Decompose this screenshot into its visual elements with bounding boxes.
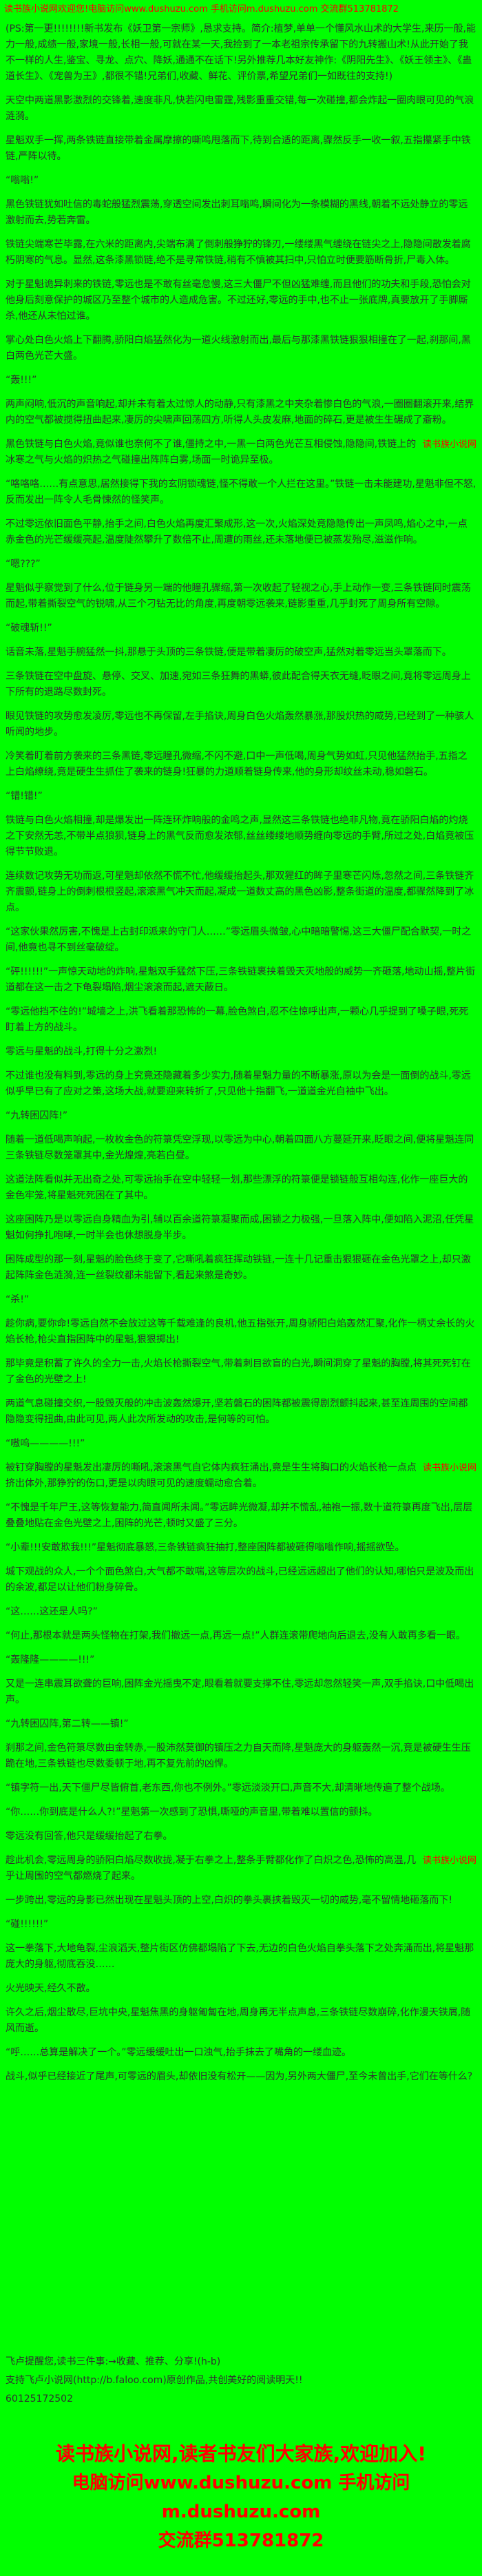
novel-paragraph: 趁你病,要你命!零远自然不会放过这等千载难逢的良机,他五指张开,周身骄阳白焰轰然…	[6, 1318, 475, 1345]
novel-paragraph: 冷笑着盯着前方袭来的三条黑链,零远瞳孔微缩,不闪不避,口中一声低喝,周身气势如虹…	[6, 751, 468, 778]
novel-paragraph: 两声闷响,低沉的声音响起,却并未有着太过惊人的动静,只有漆黑之中夹杂着惨白色的气…	[6, 399, 474, 426]
novel-paragraph: “这家伙果然厉害,不愧是上古封印派来的守门人……”零远眉头微皱,心中暗暗警惕,这…	[6, 926, 472, 953]
novel-paragraph: 天空中两道黑影激烈的交锋着,速度非凡,快若闪电雷霆,残影重重交错,每一次碰撞,都…	[6, 95, 474, 122]
novel-paragraph: 读书族小说网黑色铁链与白色火焰,竟似谁也奈何不了谁,僵持之中,一黑一白两色光芒互…	[6, 437, 476, 468]
site-top-notice: 读书族小说网欢迎您!电脑访问www.dushuzu.com 手机访问m.dush…	[4, 4, 399, 14]
novel-paragraph: “咯咯咯……有点意思,居然接得下我的玄阴锁魂链,怪不得敢一个人拦在这里。”铁链一…	[6, 479, 476, 506]
novel-paragraph: “小辈!!!安敢欺我!!!”星魁彻底暴怒,三条铁链疯狂抽打,整座困阵都被砸得嗡嗡…	[6, 1542, 405, 1553]
novel-paragraph: 不过零远依旧面色平静,抬手之间,白色火焰再度汇聚成形,这一次,火焰深处竟隐隐传出…	[6, 519, 468, 546]
novel-paragraph: 读书族小说网被钉穿胸膛的星魁发出凄厉的嘶吼,滚滚黑气自它体内疯狂涌出,竟是生生将…	[6, 1460, 476, 1492]
novel-paragraph: 两道气息碰撞交织,一股毁灭般的冲击波轰然爆开,坚若磐石的困阵都被震得剧烈颤抖起来…	[6, 1398, 468, 1425]
novel-paragraph: “零远他挡不住的!”城墙之上,洪飞看着那恐怖的一幕,脸色煞白,忍不住惊呼出声,一…	[6, 1006, 469, 1033]
site-watermark: 读书族小说网	[422, 439, 476, 450]
novel-paragraph: “破魂斩!!”	[6, 623, 52, 634]
novel-paragraph: 黑色铁链犹如吐信的毒蛇般猛烈震荡,穿透空间发出刺耳嗡鸣,瞬间化为一条模糊的黑线,…	[6, 199, 468, 226]
novel-paragraph: 这道法阵看似并无出奇之处,可零远抬手在空中轻轻一划,那些漂浮的符箓便是锁链般互相…	[6, 1174, 468, 1201]
novel-paragraph: (PS:第一更!!!!!!!!新书发布《妖卫第一宗师》,恳求支持。简介:植梦,单…	[6, 23, 476, 82]
site-watermark: 读书族小说网	[422, 1463, 476, 1473]
novel-paragraph: 火光映天,经久不散。	[6, 1983, 96, 1994]
novel-paragraph: “九转困囚阵,第二转——镇!”	[6, 1718, 129, 1730]
novel-paragraph: 许久之后,烟尘散尽,巨坑中央,星魁焦黑的身躯匍匐在地,周身再无半点声息,三条铁链…	[6, 2007, 471, 2034]
novel-paragraph: “不愧是千年尸王,这等恢复能力,简直闻所未闻。”零远眸光微凝,却并不慌乱,袖袍一…	[6, 1502, 473, 1529]
footer-qq-group: 交流群513781872	[158, 2531, 324, 2551]
novel-paragraph: “何止,那根本就是两头怪物在打架,我们撤远一点,再远一点!”人群连滚带爬地向后退…	[6, 1630, 465, 1641]
novel-paragraph: 眼见铁链的攻势愈发凌厉,零远也不再保留,左手掐诀,周身白色火焰轰然暴涨,那股炽热…	[6, 711, 474, 738]
novel-paragraph: 话音未落,星魁手腕猛然一抖,那悬于头顶的三条铁链,便是带着凄厉的破空声,猛然对着…	[6, 647, 452, 658]
novel-paragraph: 星魁双手一挥,两条铁链直接带着金属摩擦的嘶鸣甩落而下,待到合适的距离,骤然反手一…	[6, 135, 471, 162]
footer-urls: 电脑访问www.dushuzu.com 手机访问m.dushuzu.com	[72, 2473, 410, 2522]
reader-reminder: 飞卢提醒您,读书三件事:→收藏、推荐、分享!(h-b)	[6, 2356, 221, 2367]
bottom-block: 飞卢提醒您,读书三件事:→收藏、推荐、分享!(h-b) 支持飞卢小说网(http…	[6, 2354, 476, 2410]
novel-paragraph: 困阵成型的那一刻,星魁的脸色终于变了,它嘶吼着疯狂挥动铁链,一连十几记重击狠狠砸…	[6, 1254, 471, 1281]
novel-paragraph: 随着一道低喝声响起,一枚枚金色的符箓凭空浮现,以零远为中心,朝着四面八方蔓延开来…	[6, 1134, 474, 1161]
footer-slogan: 读书族小说网,读者书友们大家族,欢迎加入!	[55, 2442, 427, 2465]
novel-paragraph: 零远没有回答,他只是缓缓抬起了右拳。	[6, 1831, 173, 1842]
novel-paragraph: “嗡嗡!”	[6, 175, 39, 186]
novel-paragraph: 零远与星魁的战斗,打得十分之激烈!	[6, 1046, 158, 1057]
chapter-code: 60125172502	[6, 2393, 73, 2404]
novel-paragraph: 三条铁链在空中盘旋、悬停、交叉、加速,宛如三条狂舞的黑蟒,彼此配合得天衣无缝,眨…	[6, 671, 471, 698]
novel-paragraph: 掌心处白色火焰上下翻腾,骄阳白焰猛然化为一道火线激射而出,最后与那漆黑铁链狠狠相…	[6, 335, 471, 362]
support-line: 支持飞卢小说网(http://b.faloo.com)原创作品,共创美好的阅读明…	[6, 2375, 303, 2386]
novel-paragraph: 城下观战的众人,一个个面色煞白,大气都不敢喘,这等层次的战斗,已经远远超出了他们…	[6, 1566, 474, 1593]
novel-paragraph: 一步跨出,零远的身影已然出现在星魁头顶的上空,白炽的拳头裹挟着毁灭一切的威势,毫…	[6, 1895, 452, 1906]
novel-paragraph: 战斗,似乎已经接近了尾声,可零远的眉头,却依旧没有松开——因为,另外两大僵尸,至…	[6, 2071, 473, 2082]
novel-paragraph: 刹那之间,金色符箓尽数由金转赤,一股沛然莫御的镇压之力自天而降,星魁庞大的身躯轰…	[6, 1743, 471, 1769]
novel-content: (PS:第一更!!!!!!!!新书发布《妖卫第一宗师》,恳求支持。简介:植梦,单…	[0, 19, 482, 2093]
novel-paragraph: “轰!!!”	[6, 375, 37, 386]
novel-paragraph: 星魁似乎察觉到了什么,位于链身另一端的他瞳孔骤缩,第一次收起了轻视之心,手上动作…	[6, 583, 471, 610]
novel-paragraph: “轰隆隆————!!!”	[6, 1654, 95, 1665]
site-footer: 读书族小说网,读者书友们大家族,欢迎加入! 电脑访问www.dushuzu.co…	[0, 2440, 482, 2555]
novel-paragraph: “砰!!!!!!”一声惊天动地的炸响,星魁双手猛然下压,三条铁链裹挟着毁天灭地般…	[6, 966, 475, 993]
novel-paragraph: “你……你到底是什么人?!”星魁第一次感到了恐惧,嘶哑的声音里,带着难以置信的颤…	[6, 1807, 378, 1818]
novel-paragraph: “镇字符一出,天下僵尸尽皆俯首,老东西,你也不例外。”零远淡淡开口,声音不大,却…	[6, 1783, 450, 1794]
novel-paragraph: 不过谁也没有料到,零远的身上究竟还隐藏着多少实力,随着星魁力量的不断暴涨,原以为…	[6, 1070, 471, 1097]
novel-paragraph: “碰!!!!!!”	[6, 1919, 49, 1930]
novel-paragraph: 铁链与白色火焰相撞,却是爆发出一阵连环炸响般的金鸣之声,显然这三条铁链也绝非凡物…	[6, 815, 474, 858]
novel-paragraph: “九转困囚阵!”	[6, 1110, 68, 1121]
novel-paragraph: 这一拳落下,大地龟裂,尘浪滔天,整片街区仿佛都塌陷了下去,无边的白色火焰自拳头落…	[6, 1943, 474, 1970]
novel-paragraph: “这……这还是人吗?”	[6, 1606, 98, 1617]
novel-paragraph: 这座困阵乃是以零远自身精血为引,辅以百余道符箓凝聚而成,困锁之力极强,一旦落入阵…	[6, 1214, 474, 1241]
novel-paragraph: 连续数记攻势无功而返,可星魁却依然不慌不忙,他缓缓抬起头,那双猩红的眸子里寒芒闪…	[6, 871, 474, 913]
novel-paragraph: “嗷呜————!!!”	[6, 1438, 85, 1449]
novel-paragraph: 那毕竟是积蓄了许久的全力一击,火焰长枪撕裂空气,带着刺目欲盲的白光,瞬间洞穿了星…	[6, 1358, 471, 1385]
novel-paragraph: 对于星魁诡异刺来的铁链,零远也是不敢有丝毫怠慢,这三大僵尸不但凶猛难缠,而且他们…	[6, 279, 471, 322]
novel-paragraph: 又是一连串震耳欲聋的巨响,困阵金光摇曳不定,眼看着就要支撑不住,零远却忽然轻笑一…	[6, 1679, 474, 1705]
novel-paragraph: “嗯???”	[6, 559, 41, 570]
site-watermark: 读书族小说网	[422, 1856, 476, 1866]
novel-paragraph: “错!错!”	[6, 791, 43, 802]
novel-paragraph: “呼……总算是解决了一个。”零远缓缓吐出一口浊气,抬手抹去了嘴角的一缕血迹。	[6, 2047, 351, 2058]
novel-paragraph: 读书族小说网趁此机会,零远周身的骄阳白焰尽数收拢,凝于右拳之上,整条手臂都化作了…	[6, 1853, 476, 1884]
novel-paragraph: “杀!”	[6, 1294, 30, 1305]
novel-paragraph: 铁链尖端寒芒毕露,在六米的距离内,尖端布满了倒刺般狰狞的锋刃,一缕缕黑气缠绕在链…	[6, 239, 471, 266]
